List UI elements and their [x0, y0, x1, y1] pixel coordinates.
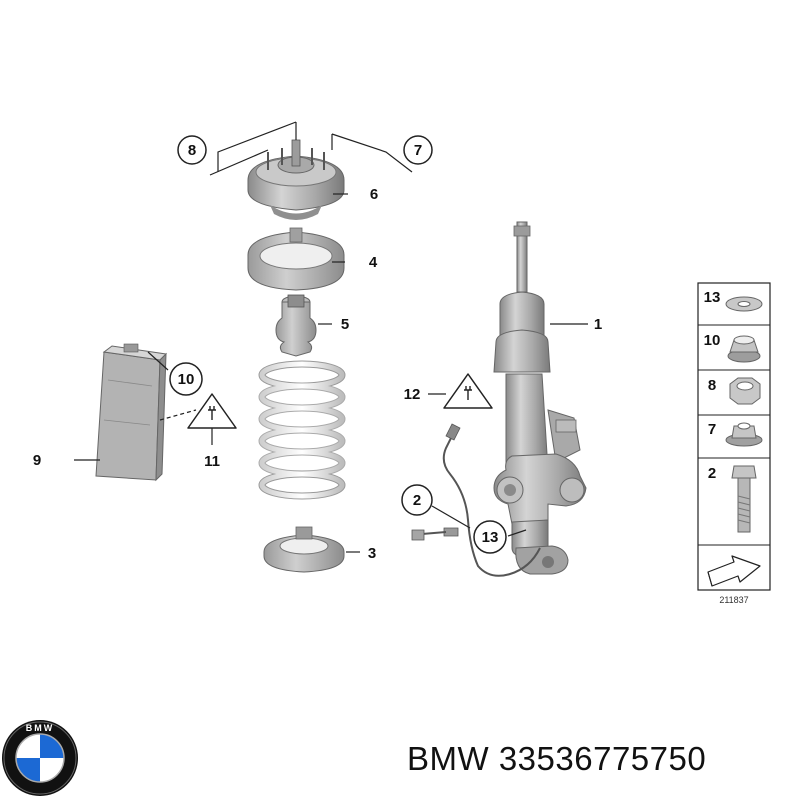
svg-text:10: 10: [178, 371, 195, 388]
warning-triangle-11: [187, 393, 237, 429]
svg-text:2: 2: [413, 492, 421, 509]
lower-seat-part-3: [263, 526, 345, 573]
legend-label-13: 13: [704, 289, 721, 306]
caption-brand: BMW: [407, 740, 490, 777]
label-6: 6: [370, 186, 378, 203]
bolt-icon: [731, 465, 757, 533]
legend-label-8: 8: [708, 377, 716, 394]
sensor-cable: [411, 423, 541, 577]
collar-nut-icon: [725, 422, 763, 447]
callout-7: 7: [403, 135, 433, 165]
callout-2: 2: [401, 484, 433, 516]
fastener-legend: 13 10 8 7 2: [697, 282, 771, 591]
legend-label-10: 10: [704, 332, 721, 349]
part-number-caption: BMW 33536775750: [407, 740, 706, 778]
label-11: 11: [204, 453, 220, 470]
leader-8: [217, 121, 297, 172]
svg-text:13: 13: [482, 529, 499, 546]
leader-7: [331, 133, 413, 173]
spring-seat-part-4: [247, 227, 345, 291]
legend-label-7: 7: [708, 421, 716, 438]
label-9: 9: [33, 452, 41, 469]
control-unit-part-9: [95, 343, 168, 482]
leader-2: [431, 505, 471, 529]
caption-part-number: 33536775750: [498, 740, 707, 777]
callout-13: 13: [473, 520, 507, 554]
leader-11-dashed: [159, 409, 197, 421]
svg-text:BMW: BMW: [26, 723, 55, 733]
svg-text:8: 8: [188, 142, 196, 159]
label-3: 3: [368, 545, 376, 562]
flange-nut-icon: [727, 335, 761, 363]
leader-8b: [209, 149, 269, 176]
bmw-logo: BMW: [2, 720, 78, 796]
leader-10: [147, 351, 169, 371]
label-1: 1: [594, 316, 602, 333]
label-12: 12: [404, 386, 421, 403]
svg-text:7: 7: [414, 142, 422, 159]
label-5: 5: [341, 316, 349, 333]
coil-spring: [258, 360, 346, 500]
drawing-number: 211837: [719, 595, 748, 605]
leader-13: [507, 529, 527, 537]
washer-icon: [725, 296, 763, 312]
callout-10: 10: [169, 362, 203, 396]
direction-arrow-icon: [707, 555, 761, 587]
label-4: 4: [369, 254, 378, 271]
callout-8: 8: [177, 135, 207, 165]
hex-nut-icon: [729, 377, 761, 405]
shock-absorber-part-1: [493, 221, 587, 575]
bump-stop-part-5: [275, 294, 317, 357]
top-mount-part-6: [247, 139, 345, 220]
warning-triangle-12: [443, 373, 493, 409]
legend-label-2: 2: [708, 465, 716, 482]
